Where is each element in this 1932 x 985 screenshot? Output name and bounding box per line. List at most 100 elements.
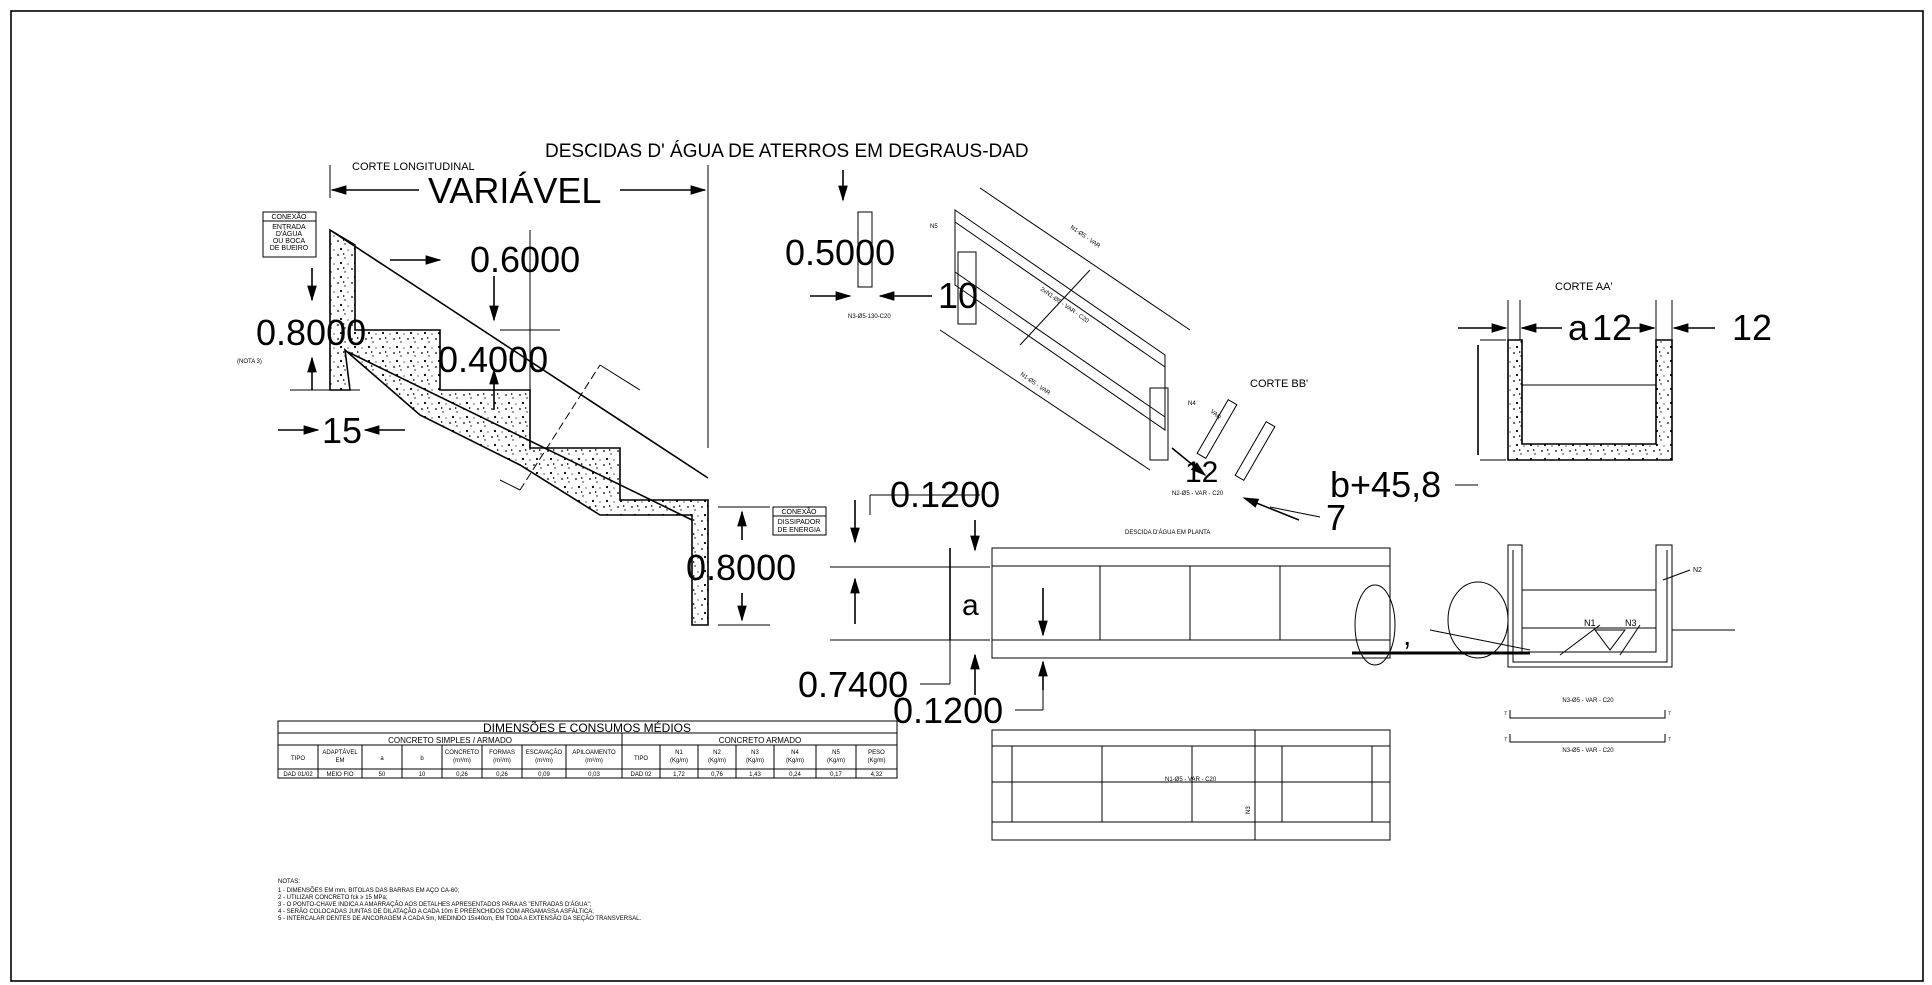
table-group-armado: CONCRETO ARMADO [719, 736, 802, 745]
rebar-n4: N4 [1188, 401, 1196, 407]
table-header-cell: N1 [675, 750, 683, 756]
plan-view: DESCIDA D'ÁGUA EM PLANTA , 0.1200 a 0.74… [798, 474, 1531, 731]
table-header-cell: N4 [791, 750, 799, 756]
rebar-n1-aa: N1 [1584, 618, 1596, 628]
inlet-line-1: ENTRADA [272, 224, 306, 231]
table-header-cell: N2 [713, 750, 721, 756]
table-data-cell: MEIO FIO [327, 772, 354, 778]
table-data-cell: 0,03 [588, 772, 600, 778]
table-header-cell: TIPO [291, 756, 305, 762]
inlet-line-4: DE BUEIRO [270, 245, 309, 252]
rebar-n3-bar2: N3-Ø5 - VAR - C20 [1562, 748, 1614, 754]
table-header-cell: ESCAVAÇÃO [526, 749, 563, 756]
table-header-cell: (m²/m) [493, 758, 511, 764]
table-header-cell: CONCRETO [445, 750, 480, 756]
dim-0400: 0.4000 [438, 339, 548, 380]
rebar-n2-bb: N2-Ø5 - VAR - C20 [1172, 491, 1224, 497]
rebar-n3-small: N3-Ø5-130-C20 [848, 314, 891, 320]
rebar-n3-aa: N3 [1625, 618, 1637, 628]
inlet-line-3: OU BOCA [273, 238, 306, 245]
dim-12b: 12 [1732, 307, 1772, 348]
table-data-cell: 10 [419, 772, 426, 778]
table-header-cell: EM [336, 758, 345, 764]
stepped-channel-concrete [329, 228, 709, 626]
outlet-line-2: DE ENERGIA [777, 527, 821, 534]
table-data-cell: 0,09 [538, 772, 550, 778]
rebar-bar-end-4: 7 [1668, 737, 1671, 743]
table-header-cell: (Kg/m) [786, 758, 804, 764]
dim-7: 7 [1326, 497, 1346, 538]
table-header-cell: (Kg/m) [868, 758, 886, 764]
section-aa-reinforcement: N2 N1 N3 N3-Ø5 - VAR - C20 7 7 N3-Ø5 - V… [1504, 544, 1735, 754]
rebar-n1-top: N1-Ø5 - VAR [1069, 225, 1102, 250]
section-long-label: CORTE LONGITUDINAL [352, 161, 475, 173]
nota-ref: (NOTA 3) [237, 359, 262, 365]
table-group-simple: CONCRETO SIMPLES / ARMADO [388, 736, 512, 745]
plan-n3-label: N3 [1246, 806, 1252, 814]
plan-title: DESCIDA D'ÁGUA EM PLANTA [1125, 529, 1210, 536]
inlet-line-2: D'ÁGUA [276, 229, 303, 238]
table-header-cell: TIPO [634, 756, 648, 762]
dim-a-plan: a [962, 589, 979, 622]
rebar-bar-end-3: 7 [1504, 737, 1507, 743]
table-header-cell: APILOAMENTO [572, 750, 616, 756]
table-header-cell: (m²/m) [585, 758, 603, 764]
table-header-cell: (Kg/m) [708, 758, 726, 764]
table-header-cell: (Kg/m) [670, 758, 688, 764]
dim-0120-top: 0.1200 [890, 474, 1000, 515]
plan-bar-label: N1-Ø5 - VAR - C20 [1165, 777, 1217, 783]
table-header-cell: a [380, 756, 384, 762]
table-header-cell: b [420, 756, 424, 762]
rebar-n2-aa: N2 [1693, 567, 1702, 574]
table-data-cell: 0,26 [456, 772, 468, 778]
table-data-cell: 1,72 [673, 772, 685, 778]
dim-b458: b+45,8 [1330, 464, 1441, 505]
table-header-cell: PESO [868, 750, 885, 756]
inlet-connection-box: CONEXÃO ENTRADA D'ÁGUA OU BOCA DE BUEIRO [262, 211, 317, 258]
dim-9: , [1403, 619, 1411, 652]
table-header-cell: ADAPTÁVEL [322, 749, 358, 756]
inlet-line-0: CONEXÃO [271, 212, 307, 221]
rebar-n3-bar1: N3-Ø5 - VAR - C20 [1562, 698, 1614, 704]
table-data-cell: 0,26 [496, 772, 508, 778]
note-item-2: 3 - O PONTO-CHAVE INDICA A AMARRAÇÃO AOS… [278, 901, 592, 908]
table-data-cell: 0,17 [830, 772, 842, 778]
table-data-cell: 0,76 [711, 772, 723, 778]
table-data-cell: 1,43 [749, 772, 761, 778]
rebar-var: VAR [1209, 409, 1222, 422]
table-header-cell: N5 [832, 750, 840, 756]
section-aa: CORTE AA' a 12 12 b+45,8 [1330, 281, 1772, 505]
dim-0500: 0.5000 [785, 232, 895, 273]
dim-0800-bottom: 0.8000 [686, 547, 796, 588]
outlet-line-1: DISSIPADOR [778, 519, 821, 526]
table-header-cell: (m³/m) [453, 758, 471, 764]
table-data-cell: 50 [379, 772, 386, 778]
table-data-cell: DAD 01/02 [283, 772, 313, 778]
table-header-cell: N3 [751, 750, 759, 756]
notes-title: NOTAS: [278, 879, 300, 885]
notes-block: NOTAS: 1 - DIMENSÕES EM mm, BITOLAS DAS … [278, 879, 641, 922]
dim-12c: 12 [1185, 456, 1218, 489]
rebar-bar-end-2: 7 [1668, 711, 1671, 717]
plan-reinforcement: N1-Ø5 - VAR - C20 N3 [991, 729, 1391, 841]
longitudinal-section: CORTE LONGITUDINAL VARIÁVEL CONEXÃO ENTR… [237, 161, 827, 626]
rebar-n5: N5 [930, 224, 938, 230]
sheet-border [10, 10, 1924, 982]
dim-0120-bottom: 0.1200 [893, 690, 1003, 731]
table-header-cell: (Kg/m) [827, 758, 845, 764]
outlet-connection-box: CONEXÃO DISSIPADOR DE ENERGIA [772, 506, 827, 536]
dim-0800-top: 0.8000 [256, 312, 366, 353]
section-aa-label: CORTE AA' [1555, 281, 1613, 293]
table-data-cell: DAD 02 [630, 772, 652, 778]
table-header-cell: FORMAS [489, 750, 515, 756]
table-title: DIMENSÕES E CONSUMOS MÉDIOS [483, 720, 691, 735]
rebar-n2: 2xN1-Ø5 - VAR - C20 [1039, 287, 1090, 325]
table-data-cell: 4,32 [871, 772, 883, 778]
rebar-bar-end-1: 7 [1504, 711, 1507, 717]
table-header-cell: (m³/m) [535, 758, 553, 764]
note-item-1: 2 - UTILIZAR CONCRETO fck ≥ 15 MPa; [278, 895, 388, 901]
dim-0740: 0.7400 [798, 664, 908, 705]
note-item-4: 5 - INTERCALAR DENTES DE ANCORAGEM A CAD… [278, 915, 641, 922]
dim-15: 15 [322, 410, 362, 451]
